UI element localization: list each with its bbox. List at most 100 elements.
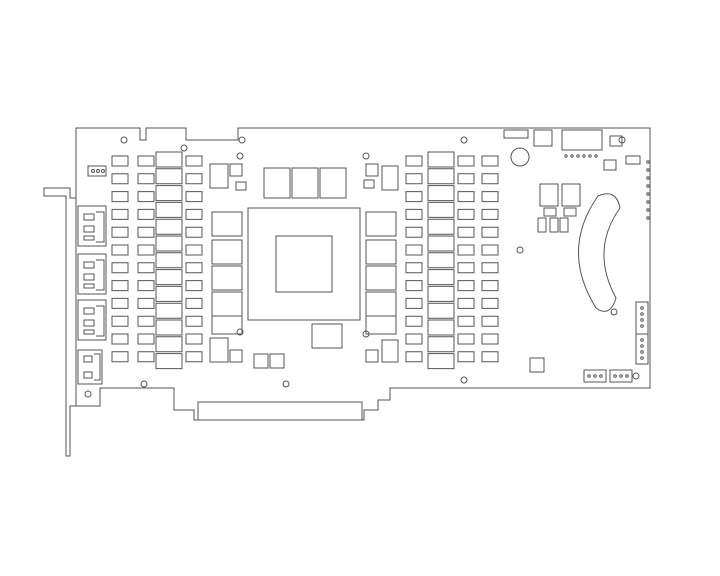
right-cap <box>458 192 474 202</box>
mounting-hole <box>619 137 625 143</box>
fan-header-1 <box>584 370 606 382</box>
left-cap <box>138 156 154 166</box>
right-cap <box>482 209 498 219</box>
right-cap <box>458 316 474 326</box>
right-inductor <box>428 152 454 167</box>
right-inductor <box>428 270 454 285</box>
right-inductor <box>428 337 454 352</box>
mounting-hole <box>141 381 147 387</box>
mounting-hole <box>181 145 187 151</box>
mounting-hole <box>517 247 523 253</box>
right-cap <box>458 174 474 184</box>
right-cap <box>482 263 498 273</box>
right-inductor <box>428 286 454 301</box>
right-cap <box>458 227 474 237</box>
left-cap <box>186 245 202 255</box>
left-cap <box>112 227 128 237</box>
right-inductor <box>428 186 454 201</box>
gpu-lower-chip <box>312 324 342 348</box>
right-cap <box>406 334 422 344</box>
right-cap <box>482 174 498 184</box>
right-cap <box>482 156 498 166</box>
edge-dots <box>647 161 650 220</box>
memory-chip <box>212 316 242 334</box>
right-inductor <box>428 354 454 369</box>
memory-chip <box>366 266 396 290</box>
memory-chips <box>212 212 396 334</box>
right-inductor <box>428 169 454 184</box>
right-cap <box>458 352 474 362</box>
right-cap <box>458 245 474 255</box>
mounting-hole <box>461 137 467 143</box>
mounting-holes <box>85 137 639 397</box>
left-inductor <box>156 286 182 301</box>
left-cap <box>138 227 154 237</box>
right-cap <box>458 281 474 291</box>
memory-chip <box>366 212 396 236</box>
right-inductor <box>428 236 454 251</box>
left-cap <box>186 352 202 362</box>
left-inductor <box>156 219 182 234</box>
memory-chip <box>212 212 242 236</box>
mounting-hole <box>237 153 243 159</box>
right-cap <box>458 334 474 344</box>
memory-chip <box>366 240 396 264</box>
right-cap <box>406 192 422 202</box>
left-cap <box>138 209 154 219</box>
left-cap <box>186 281 202 291</box>
right-cap <box>458 209 474 219</box>
left-cap <box>112 263 128 273</box>
left-inductor <box>156 320 182 335</box>
left-cap <box>112 352 128 362</box>
arc-cutout <box>578 194 620 312</box>
left-inductor <box>156 303 182 318</box>
board-outline <box>76 128 650 420</box>
left-cap <box>138 298 154 308</box>
right-cap <box>406 263 422 273</box>
right-cap <box>482 192 498 202</box>
right-inductor <box>428 219 454 234</box>
gpu-package <box>248 208 360 320</box>
left-cap <box>112 209 128 219</box>
right-cap <box>482 316 498 326</box>
right-inductor <box>428 202 454 217</box>
left-cap <box>138 245 154 255</box>
right-inductor <box>428 320 454 335</box>
right-cap <box>482 227 498 237</box>
right-cap <box>406 245 422 255</box>
left-inductor <box>156 253 182 268</box>
bottom-chip-row <box>210 338 398 368</box>
mounting-hole <box>633 373 639 379</box>
right-cap <box>406 352 422 362</box>
display-port-3 <box>78 300 106 340</box>
left-cap <box>186 316 202 326</box>
left-inductor <box>156 202 182 217</box>
left-vrm-area <box>112 152 202 369</box>
memory-chip <box>366 316 396 334</box>
left-cap <box>112 316 128 326</box>
left-cap <box>138 174 154 184</box>
right-cap <box>482 281 498 291</box>
right-cap <box>458 298 474 308</box>
io-bracket <box>44 188 76 456</box>
left-inductor <box>156 152 182 167</box>
memory-chip <box>212 266 242 290</box>
right-cap <box>406 156 422 166</box>
left-cap <box>186 209 202 219</box>
left-cap <box>138 352 154 362</box>
right-cap <box>406 227 422 237</box>
mounting-hole <box>121 137 127 143</box>
right-inductor <box>428 253 454 268</box>
mounting-hole <box>239 137 245 143</box>
right-cap <box>482 245 498 255</box>
rgb-header-1 <box>636 302 648 334</box>
left-inductor <box>156 354 182 369</box>
hdmi-port <box>78 350 102 384</box>
left-cap <box>186 298 202 308</box>
display-port-2 <box>78 254 106 294</box>
right-cap <box>406 174 422 184</box>
left-inductor <box>156 337 182 352</box>
left-cap <box>112 298 128 308</box>
memory-chip <box>212 240 242 264</box>
left-inductor <box>156 186 182 201</box>
